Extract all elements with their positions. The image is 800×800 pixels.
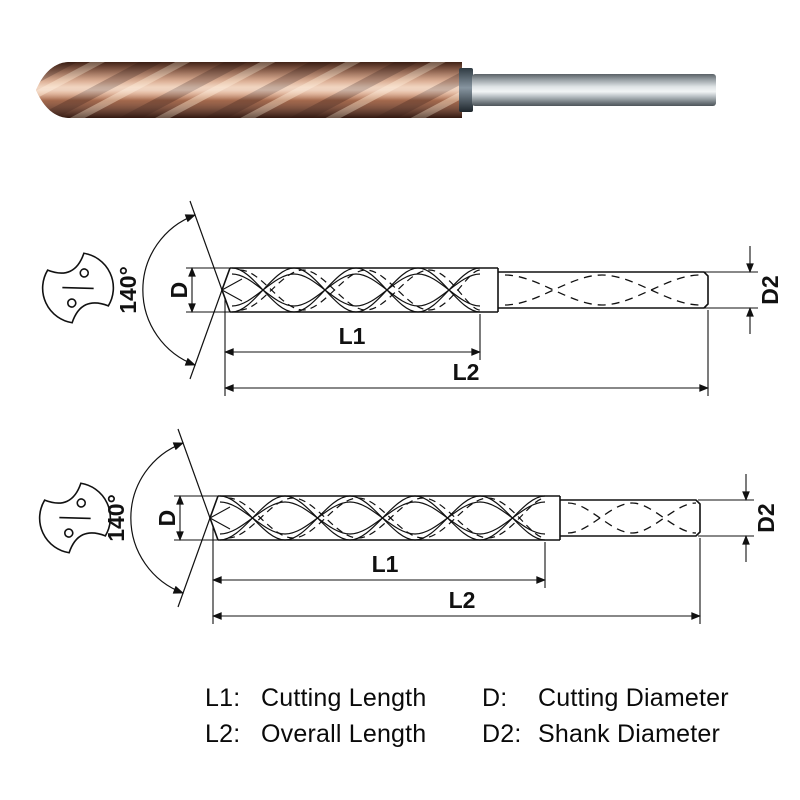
- diagram-a: 140° D L1 L2 D2: [41, 200, 783, 396]
- photo-shank: [472, 74, 716, 106]
- photo-junction-ring: [459, 68, 473, 112]
- dim-angle-b: 140°: [103, 428, 211, 608]
- angle-label: 140°: [115, 266, 141, 314]
- d-label: D: [154, 510, 180, 527]
- d2-label: D2: [757, 275, 783, 304]
- legend-item-l1: L1: Cutting Length: [205, 684, 482, 713]
- legend-text: Cutting Diameter: [538, 684, 729, 712]
- point-lip-lines: [221, 278, 243, 302]
- photo-flute-shine: [36, 62, 462, 118]
- diagram-b: 140° D L1 L2 D2: [38, 428, 779, 624]
- dim-d-b: D: [154, 495, 218, 541]
- legend-key: D:: [482, 684, 508, 712]
- legend-text: Shank Diameter: [538, 720, 721, 748]
- dim-l2-b: L2: [212, 538, 701, 624]
- dim-d2-b: D2: [698, 474, 779, 562]
- l1-label: L1: [372, 551, 399, 577]
- dim-l1-a: L1: [224, 298, 481, 396]
- legend: L1: Cutting Length D: Cutting Diameter L…: [205, 684, 729, 749]
- coolant-hole: [66, 298, 77, 308]
- legend-text: Overall Length: [261, 720, 427, 748]
- end-view-b: [38, 482, 112, 554]
- drill-point: [221, 267, 231, 313]
- d2-label: D2: [753, 503, 779, 532]
- drill-point: [209, 495, 219, 541]
- legend-item-l2: L2: Overall Length: [205, 720, 482, 749]
- chisel-edge: [62, 286, 94, 290]
- dim-l2-a: L2: [224, 310, 709, 396]
- l1-label: L1: [339, 323, 366, 349]
- drill-outline-a: [221, 267, 709, 313]
- legend-item-d2: D2: Shank Diameter: [482, 720, 729, 749]
- shank-pattern-b: [567, 502, 697, 534]
- legend-item-d: D: Cutting Diameter: [482, 684, 729, 713]
- point-lip-lines: [209, 506, 231, 530]
- shank-pattern-a: [504, 274, 701, 306]
- coolant-hole: [79, 268, 90, 278]
- d-label: D: [166, 282, 192, 299]
- dim-d2-a: D2: [702, 246, 783, 334]
- flute-pattern-b: [219, 495, 546, 541]
- legend-key: L1:: [205, 684, 241, 712]
- l2-label: L2: [453, 359, 480, 385]
- shank-outline: [498, 271, 709, 309]
- chisel-edge: [59, 516, 91, 520]
- coolant-hole: [63, 528, 74, 538]
- dim-l1-b: L1: [212, 526, 546, 624]
- legend-key: D2:: [482, 720, 522, 748]
- shank-outline: [560, 499, 701, 537]
- end-view-outline: [41, 252, 115, 324]
- flute-pattern-a: [231, 267, 481, 313]
- legend-text: Cutting Length: [261, 684, 427, 712]
- dim-d-a: D: [166, 267, 230, 313]
- l2-label: L2: [449, 587, 476, 613]
- end-view-outline: [38, 482, 112, 554]
- angle-label: 140°: [103, 494, 129, 542]
- legend-key: L2:: [205, 720, 241, 748]
- dim-angle-a: 140°: [115, 200, 223, 380]
- end-view-a: [41, 252, 115, 324]
- coolant-hole: [76, 498, 87, 508]
- product-photo-drill: [36, 62, 716, 118]
